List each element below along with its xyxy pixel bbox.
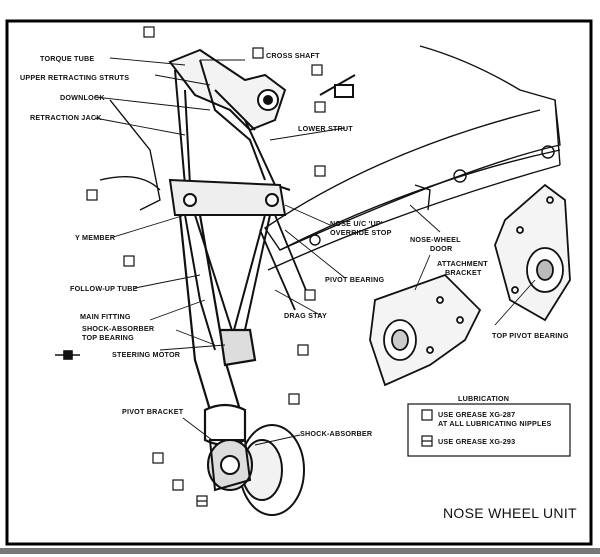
label-upper-retracting-struts: UPPER RETRACTING STRUTS — [20, 73, 129, 82]
leader-lines — [94, 57, 536, 446]
lube-markers — [86, 26, 326, 507]
label-shock-absorber: SHOCK-ABSORBER — [300, 429, 373, 438]
lubrication-legend: LUBRICATION USE GREASE XG-287 AT ALL LUB… — [407, 394, 571, 457]
main-fitting — [178, 214, 257, 447]
lubrication-heading: LUBRICATION — [458, 394, 509, 403]
attachment-bracket-detail — [369, 273, 482, 387]
label-lower-strut: LOWER STRUT — [298, 124, 353, 133]
lube-marker — [86, 189, 98, 201]
wheel-assembly — [207, 424, 305, 516]
label-downlock: DOWNLOCK — [60, 93, 105, 102]
label-y-member: Y MEMBER — [75, 233, 116, 242]
label-retraction-jack: RETRACTION JACK — [30, 113, 102, 122]
label-pivot-bracket: PIVOT BRACKET — [122, 407, 184, 416]
label-main-fitting: MAIN FITTING — [80, 312, 131, 321]
label-nose-override-2: OVERRIDE STOP — [330, 228, 392, 237]
label-top-pivot-bearing: TOP PIVOT BEARING — [492, 331, 569, 340]
drag-stay — [259, 214, 311, 311]
part-labels: TORQUE TUBE CROSS SHAFT UPPER RETRACTING… — [20, 51, 569, 438]
label-nose-wheel-door-2: DOOR — [430, 244, 453, 253]
label-drag-stay: DRAG STAY — [284, 311, 327, 320]
lube-marker — [172, 479, 184, 491]
label-attachment-bracket-1: ATTACHMENT — [437, 259, 488, 268]
diagram-title: NOSE WHEEL UNIT — [443, 505, 577, 521]
label-nose-wheel-door-1: NOSE-WHEEL — [410, 235, 461, 244]
label-shock-absorber-top-2: TOP BEARING — [82, 333, 134, 342]
top-pivot-bearing-detail — [494, 183, 571, 322]
lubrication-item1-line1: USE GREASE XG-287 — [438, 410, 515, 419]
lube-marker — [297, 344, 309, 356]
lube-marker — [304, 289, 316, 301]
label-torque-tube: TORQUE TUBE — [40, 54, 94, 63]
lube-marker — [143, 26, 155, 38]
label-follow-up-tube: FOLLOW-UP TUBE — [70, 284, 138, 293]
label-cross-shaft: CROSS SHAFT — [266, 51, 320, 60]
lube-marker — [152, 452, 164, 464]
lube-marker — [288, 393, 300, 405]
grease-nipple-icon — [55, 350, 80, 360]
lube-marker — [314, 165, 326, 177]
lube-marker — [252, 47, 264, 59]
label-pivot-bearing: PIVOT BEARING — [325, 275, 385, 284]
label-nose-override-1: NOSE U/C 'UP' — [330, 219, 383, 228]
fuselage-skin — [99, 45, 561, 271]
label-shock-absorber-top-1: SHOCK-ABSORBER — [82, 324, 155, 333]
label-steering-motor: STEERING MOTOR — [112, 350, 181, 359]
lube-marker — [123, 255, 135, 267]
lube-marker — [311, 64, 323, 76]
lubrication-item2: USE GREASE XG-293 — [438, 437, 515, 446]
lube-marker — [314, 101, 326, 113]
lubrication-item1-line2: AT ALL LUBRICATING NIPPLES — [438, 419, 552, 428]
label-attachment-bracket-2: BRACKET — [445, 268, 482, 277]
